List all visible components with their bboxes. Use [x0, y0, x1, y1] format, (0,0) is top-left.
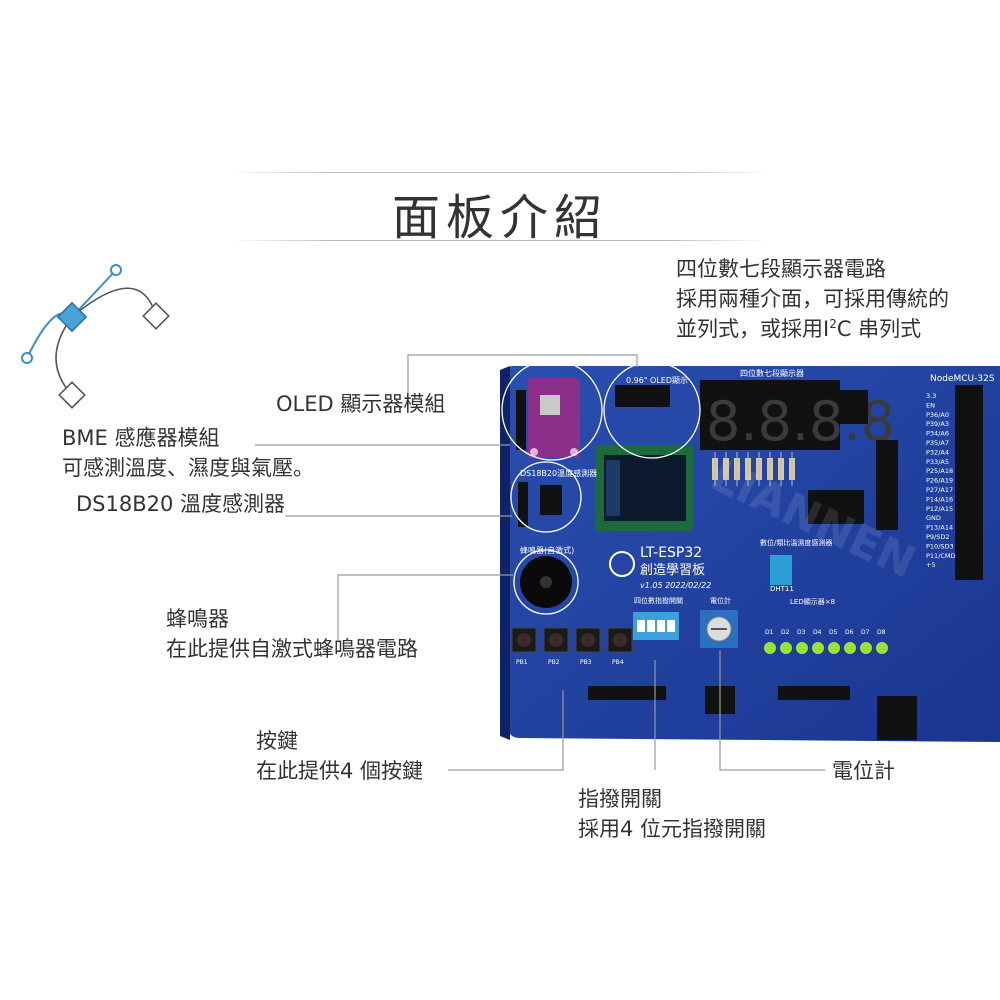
pin-label: EN [926, 401, 935, 409]
board-subtitle: 創造學習板 [640, 563, 705, 578]
led [812, 642, 824, 654]
push-button-4[interactable]: PB4 [607, 627, 633, 666]
pin-label: P14/A16 [926, 495, 953, 503]
push-button-label: PB3 [580, 659, 592, 666]
buzzer-desc: 在此提供自激式蜂鳴器電路 [166, 637, 418, 661]
push-button-2[interactable]: PB2 [543, 627, 569, 666]
bme-sensor-module [528, 378, 580, 458]
buzzer-component [520, 556, 572, 608]
potentiometer-component [700, 610, 738, 648]
bme-title: BME 感應器模組 [62, 426, 220, 450]
ds18b20-annotation: DS18B20 溫度感測器 [76, 492, 286, 516]
dip-title: 指撥開關 [578, 787, 662, 811]
push-button-label: PB2 [548, 659, 560, 666]
bme-annotation: BME 感應器模組 可感測溫度、濕度與氣壓。 [62, 423, 314, 483]
buttons-annotation: 按鍵 在此提供4 個按鍵 [256, 726, 423, 786]
seven-segment-title: 四位數七段顯示器電路 [676, 257, 886, 281]
board-seg-label: 四位數七段顯示器 [740, 368, 804, 378]
led [764, 642, 776, 654]
led [780, 642, 792, 654]
buzzer-annotation: 蜂鳴器 在此提供自激式蜂鳴器電路 [166, 604, 418, 664]
oled-module [595, 445, 693, 531]
led [796, 642, 808, 654]
led-label: D7 [861, 629, 870, 636]
board-led-label: LED顯示器×8 [790, 598, 835, 606]
title-bottom-rule [230, 240, 770, 241]
board-nodemcu-label: NodeMCU-32S [930, 374, 995, 384]
pin-label: P36/A0 [926, 411, 949, 419]
led-label: D5 [829, 629, 838, 636]
led [876, 642, 888, 654]
pin-label: GND [926, 514, 941, 522]
pin-label: P25/A18 [926, 467, 953, 475]
pin-label: P9/SD2 [926, 533, 950, 541]
pin-label: P39/A3 [926, 420, 949, 428]
board-version: v1.05 2022/02/22 [640, 581, 711, 590]
buttons-title: 按鍵 [256, 729, 298, 753]
pin-label: P34/A6 [926, 430, 949, 438]
push-button-label: PB1 [516, 659, 528, 666]
push-button-label: PB4 [612, 659, 624, 666]
led-label: D8 [877, 629, 886, 636]
seven-segment-desc-2: 並列式，或採用I2C 串列式 [676, 317, 922, 341]
led-label: D3 [797, 629, 806, 636]
led [860, 642, 872, 654]
pin-label: P32/A4 [926, 448, 949, 456]
led-label: D4 [813, 629, 822, 636]
board-temp-label: 數位/類比溫濕度感測器 [760, 538, 832, 547]
buttons-desc: 在此提供4 個按鍵 [256, 759, 424, 783]
seven-segment-desc-1: 採用兩種介面，可採用傳統的 [676, 287, 949, 311]
dip-annotation: 指撥開關 採用4 位元指撥開關 [578, 784, 766, 844]
pin-label: 3.3 [926, 392, 936, 400]
buzzer-title: 蜂鳴器 [166, 607, 229, 631]
pin-label: P12/A15 [926, 505, 953, 513]
push-button-1[interactable]: PB1 [511, 627, 537, 666]
dip-desc: 採用4 位元指撥開關 [578, 817, 767, 841]
led-label: D6 [845, 629, 854, 636]
pin-label: P13/A14 [926, 524, 953, 532]
board-pot-label: 電位計 [710, 596, 731, 605]
pin-label: P33/A5 [926, 458, 949, 466]
pot-annotation: 電位計 [832, 759, 895, 783]
title-top-rule [230, 172, 770, 173]
board-dip-label: 四位數指撥開關 [634, 596, 683, 605]
led-label: D1 [765, 629, 774, 636]
pin-label: P35/A7 [926, 439, 949, 447]
led [844, 642, 856, 654]
board-dht-label: DHT11 [770, 585, 794, 593]
board-buzzer-label: 蜂鳴器(自激式) [520, 545, 574, 555]
led [828, 642, 840, 654]
led-label: D2 [781, 629, 790, 636]
dip-switch-component [633, 612, 679, 640]
board-ds-label: DS18B20溫度感測器 [520, 468, 597, 478]
push-button-3[interactable]: PB3 [575, 627, 601, 666]
seven-segment-annotation: 四位數七段顯示器電路 採用兩種介面，可採用傳統的 並列式，或採用I2C 串列式 [676, 254, 949, 344]
pin-label: P10/SD3 [926, 542, 954, 550]
page-title: 面板介紹 [391, 190, 608, 246]
pin-label: P26/A19 [926, 477, 953, 485]
pin-label: P27/A17 [926, 486, 953, 494]
board-oled-label: 0.96" OLED顯示 [626, 376, 688, 385]
board-name: LT-ESP32 [640, 545, 702, 561]
bme-desc: 可感測溫度、濕度與氣壓。 [62, 456, 314, 480]
pin-label: P11/CMD [926, 552, 956, 560]
oled-annotation: OLED 顯示器模組 [276, 392, 446, 416]
pin-label: +5 [926, 561, 936, 569]
